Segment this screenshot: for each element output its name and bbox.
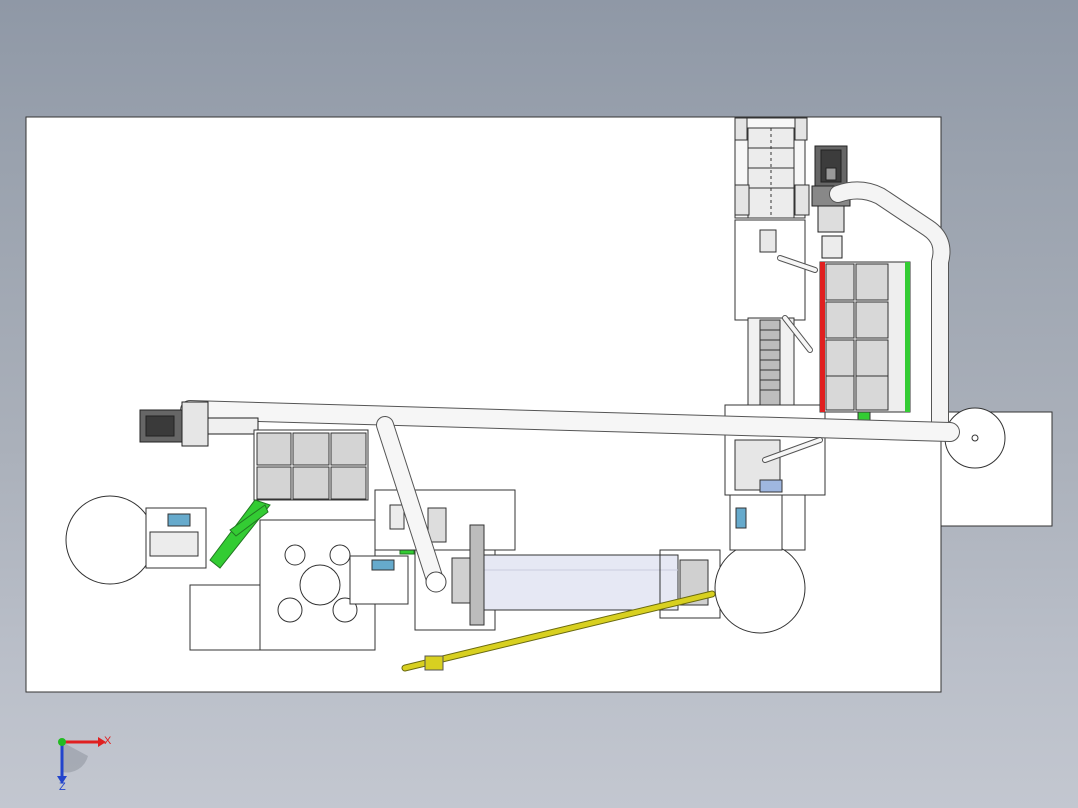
yellow-pipe bbox=[401, 590, 716, 672]
hopper-right bbox=[714, 494, 806, 634]
x-axis-label: X bbox=[104, 735, 112, 747]
bottom-left-frame bbox=[189, 519, 409, 651]
hopper-left bbox=[65, 495, 207, 585]
long-pipe bbox=[180, 400, 960, 442]
green-chutes bbox=[209, 499, 415, 569]
left-cabinet bbox=[253, 429, 369, 501]
pipe-right bbox=[829, 181, 951, 439]
electrical-cabinet bbox=[819, 261, 911, 425]
z-axis-label: Z bbox=[59, 781, 66, 790]
y-axis-dot bbox=[58, 738, 66, 746]
coordinate-triad: X Z bbox=[57, 735, 112, 790]
pipe-center bbox=[376, 416, 447, 593]
motor-left bbox=[139, 401, 259, 447]
rotary-drum bbox=[451, 524, 721, 626]
motor-top-right bbox=[811, 145, 851, 259]
struts-fill bbox=[763, 256, 822, 462]
